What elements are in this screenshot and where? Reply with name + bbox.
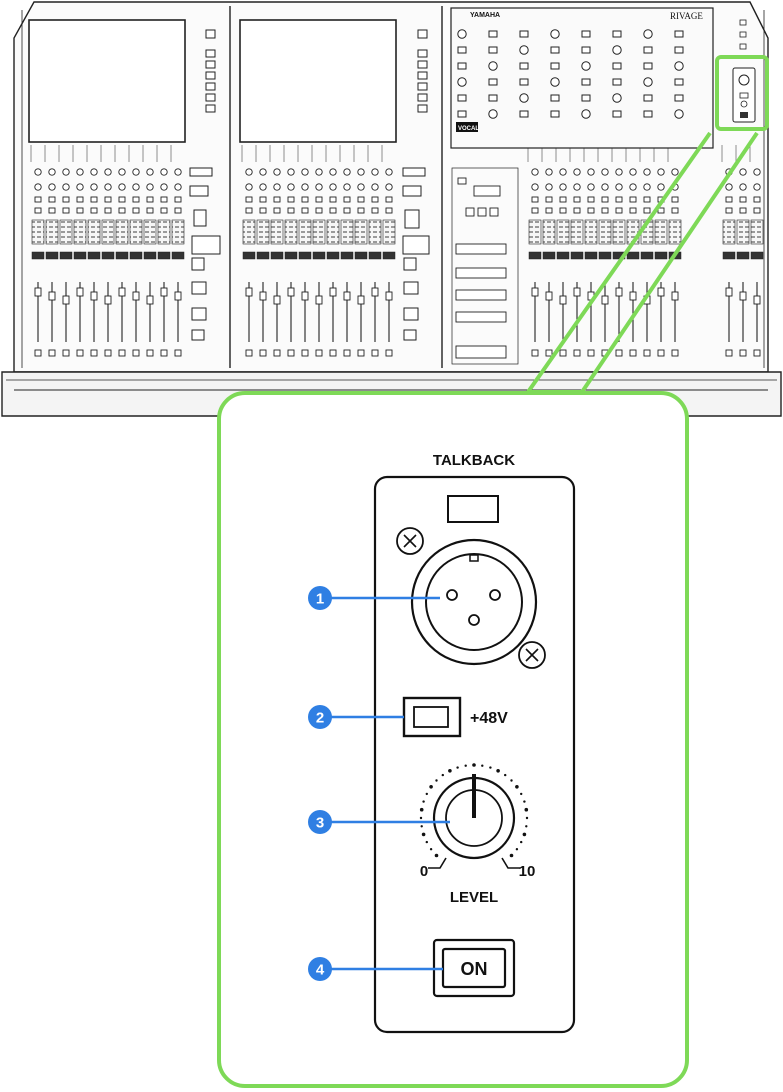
- callout-number-3: 3: [316, 815, 324, 832]
- screen-keys: [205, 29, 428, 113]
- touch-screen-left[interactable]: [28, 19, 186, 143]
- callout-3: 3: [308, 810, 450, 834]
- talkback-on-button[interactable]: [432, 938, 516, 998]
- talkback-mini: [715, 55, 769, 131]
- brand-logo: YAMAHA: [470, 12, 500, 19]
- callout-2: 2: [308, 705, 404, 729]
- callout-number-4: 4: [316, 962, 325, 979]
- side-function-keys: [189, 167, 430, 341]
- level-scale: [419, 763, 529, 858]
- level-label: LEVEL: [450, 889, 498, 906]
- callout-number-1: 1: [316, 591, 324, 608]
- touch-screen-right[interactable]: [239, 19, 397, 143]
- level-min-label: 0: [420, 863, 428, 880]
- level-max-label: 10: [519, 863, 536, 880]
- channel-strips: [30, 145, 764, 365]
- callout-4: 4: [308, 957, 443, 981]
- callout-1: 1: [308, 586, 440, 610]
- master-section: YAMAHA RIVAGE VOCAL: [450, 7, 714, 149]
- phantom-power-switch[interactable]: [402, 696, 462, 738]
- phantom-label: +48V: [470, 710, 508, 727]
- callout-number-2: 2: [316, 710, 324, 727]
- screw-top-left-icon: [396, 527, 424, 555]
- on-button-label: ON: [461, 959, 488, 979]
- level-knob[interactable]: [432, 774, 516, 860]
- screw-bottom-right-icon: [518, 641, 546, 669]
- model-logo: RIVAGE: [670, 11, 703, 21]
- talkback-xlr-input[interactable]: [410, 495, 538, 666]
- vocal-key: VOCAL: [458, 126, 479, 132]
- panel-title: TALKBACK: [433, 452, 515, 469]
